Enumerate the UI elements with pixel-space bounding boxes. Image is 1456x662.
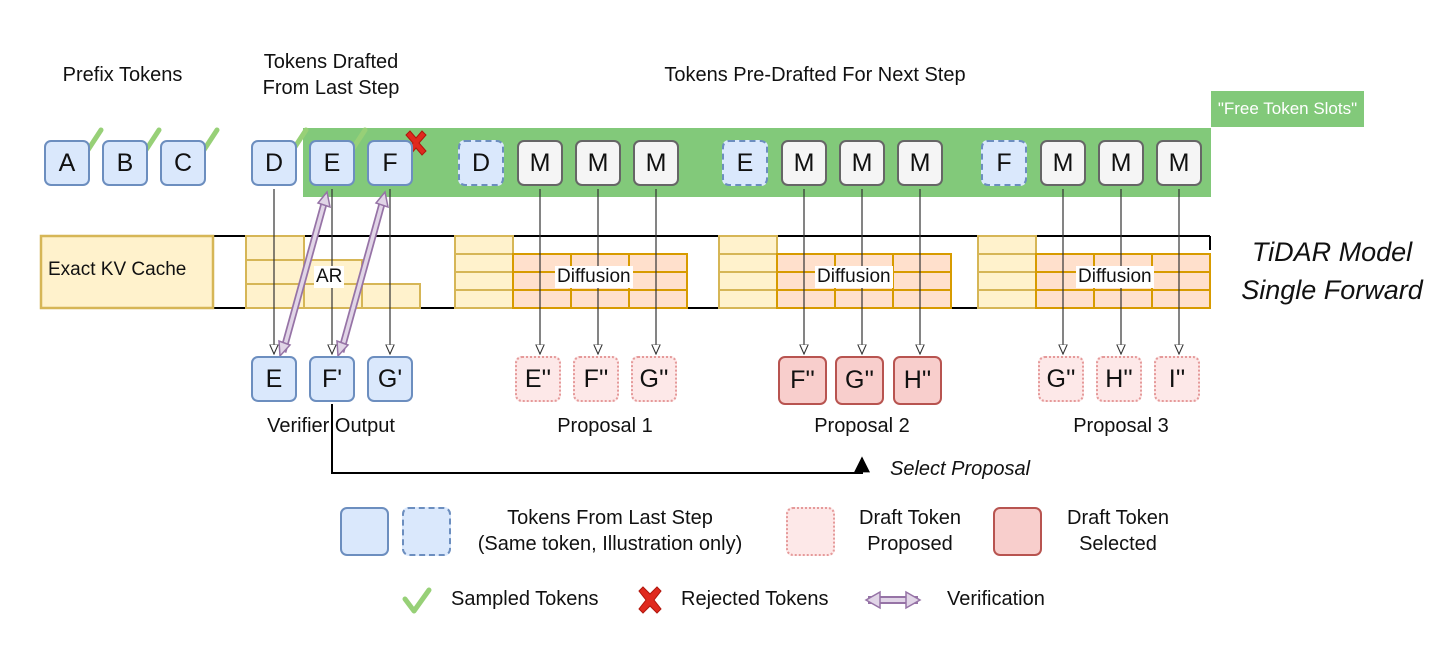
mask-token: M xyxy=(1156,140,1202,186)
predrafted-tokens-header: Tokens Pre-Drafted For Next Step xyxy=(664,64,966,86)
legend-draft-proposed-swatch xyxy=(786,507,835,556)
proposal2-token: H'' xyxy=(893,356,942,405)
proposal3-token: I'' xyxy=(1154,356,1200,402)
legend-sampled-label: Sampled Tokens xyxy=(451,588,599,610)
model-title-line1: TiDAR Model xyxy=(1251,237,1413,267)
proposal2-token: F'' xyxy=(778,356,827,405)
model-title-line2: Single Forward xyxy=(1241,275,1423,305)
proposal3-token: G'' xyxy=(1038,356,1084,402)
mask-token: M xyxy=(575,140,621,186)
legend-tokens-last-step-line2: (Same token, Illustration only) xyxy=(477,533,743,555)
proposal1-caption: Proposal 1 xyxy=(557,415,653,437)
diffusion-block-2 xyxy=(718,235,952,309)
mask-token: M xyxy=(633,140,679,186)
legend-verification-label: Verification xyxy=(947,588,1045,610)
legend-verification-arrow xyxy=(864,590,922,610)
select-proposal-connector xyxy=(331,404,870,474)
drafted-token: D xyxy=(251,140,297,186)
mask-token: M xyxy=(1040,140,1086,186)
proposal1-token: E'' xyxy=(515,356,561,402)
legend-rejected-label: Rejected Tokens xyxy=(681,588,829,610)
prefix-token: B xyxy=(102,140,148,186)
proposal1-token: G'' xyxy=(631,356,677,402)
prefix-tokens-header: Prefix Tokens xyxy=(62,64,183,86)
model-title: TiDAR Model Single Forward xyxy=(1222,233,1442,309)
verifier-output-token: F' xyxy=(309,356,355,402)
mask-token: M xyxy=(517,140,563,186)
select-proposal-label: Select Proposal xyxy=(890,458,1031,480)
proposal2-token: G'' xyxy=(835,356,884,405)
drafted-token: F xyxy=(367,140,413,186)
mask-token: M xyxy=(839,140,885,186)
verifier-output-token: E xyxy=(251,356,297,402)
legend-draft-proposed-line2: Proposed xyxy=(867,533,953,555)
diffusion-label-2: Diffusion xyxy=(815,266,893,288)
ar-label: AR xyxy=(314,266,345,288)
legend-token-dashed xyxy=(402,507,451,556)
diffusion-block-1 xyxy=(454,235,688,309)
drafted-tokens-header-line2: From Last Step xyxy=(262,77,400,99)
proposal2-caption: Proposal 2 xyxy=(814,415,910,437)
diffusion-label-1: Diffusion xyxy=(555,266,633,288)
legend-draft-selected-line1: Draft Token xyxy=(1067,507,1169,529)
proposal1-token: F'' xyxy=(573,356,619,402)
verifier-output-caption: Verifier Output xyxy=(267,415,395,437)
kv-cache-block xyxy=(39,234,215,310)
legend-draft-proposed-line1: Draft Token xyxy=(859,507,961,529)
diffusion-label-3: Diffusion xyxy=(1076,266,1154,288)
drafted-tokens-header-line1: Tokens Drafted xyxy=(263,51,399,73)
proposal3-caption: Proposal 3 xyxy=(1073,415,1169,437)
drafted-token: E xyxy=(309,140,355,186)
legend-draft-selected-line2: Selected xyxy=(1079,533,1157,555)
legend-token-solid xyxy=(340,507,389,556)
legend-tokens-last-step-line1: Tokens From Last Step xyxy=(507,507,713,529)
group2-anchor-token: E xyxy=(722,140,768,186)
kv-cache-label: Exact KV Cache xyxy=(48,259,187,280)
legend-draft-selected-swatch xyxy=(993,507,1042,556)
verifier-output-token: G' xyxy=(367,356,413,402)
group1-anchor-token: D xyxy=(458,140,504,186)
prefix-token: A xyxy=(44,140,90,186)
free-token-slots-label: "Free Token Slots" xyxy=(1211,91,1364,127)
proposal3-token: H'' xyxy=(1096,356,1142,402)
prefix-token: C xyxy=(160,140,206,186)
verification-arrows xyxy=(278,190,389,358)
mask-token: M xyxy=(781,140,827,186)
mask-token: M xyxy=(897,140,943,186)
mask-token: M xyxy=(1098,140,1144,186)
group3-anchor-token: F xyxy=(981,140,1027,186)
